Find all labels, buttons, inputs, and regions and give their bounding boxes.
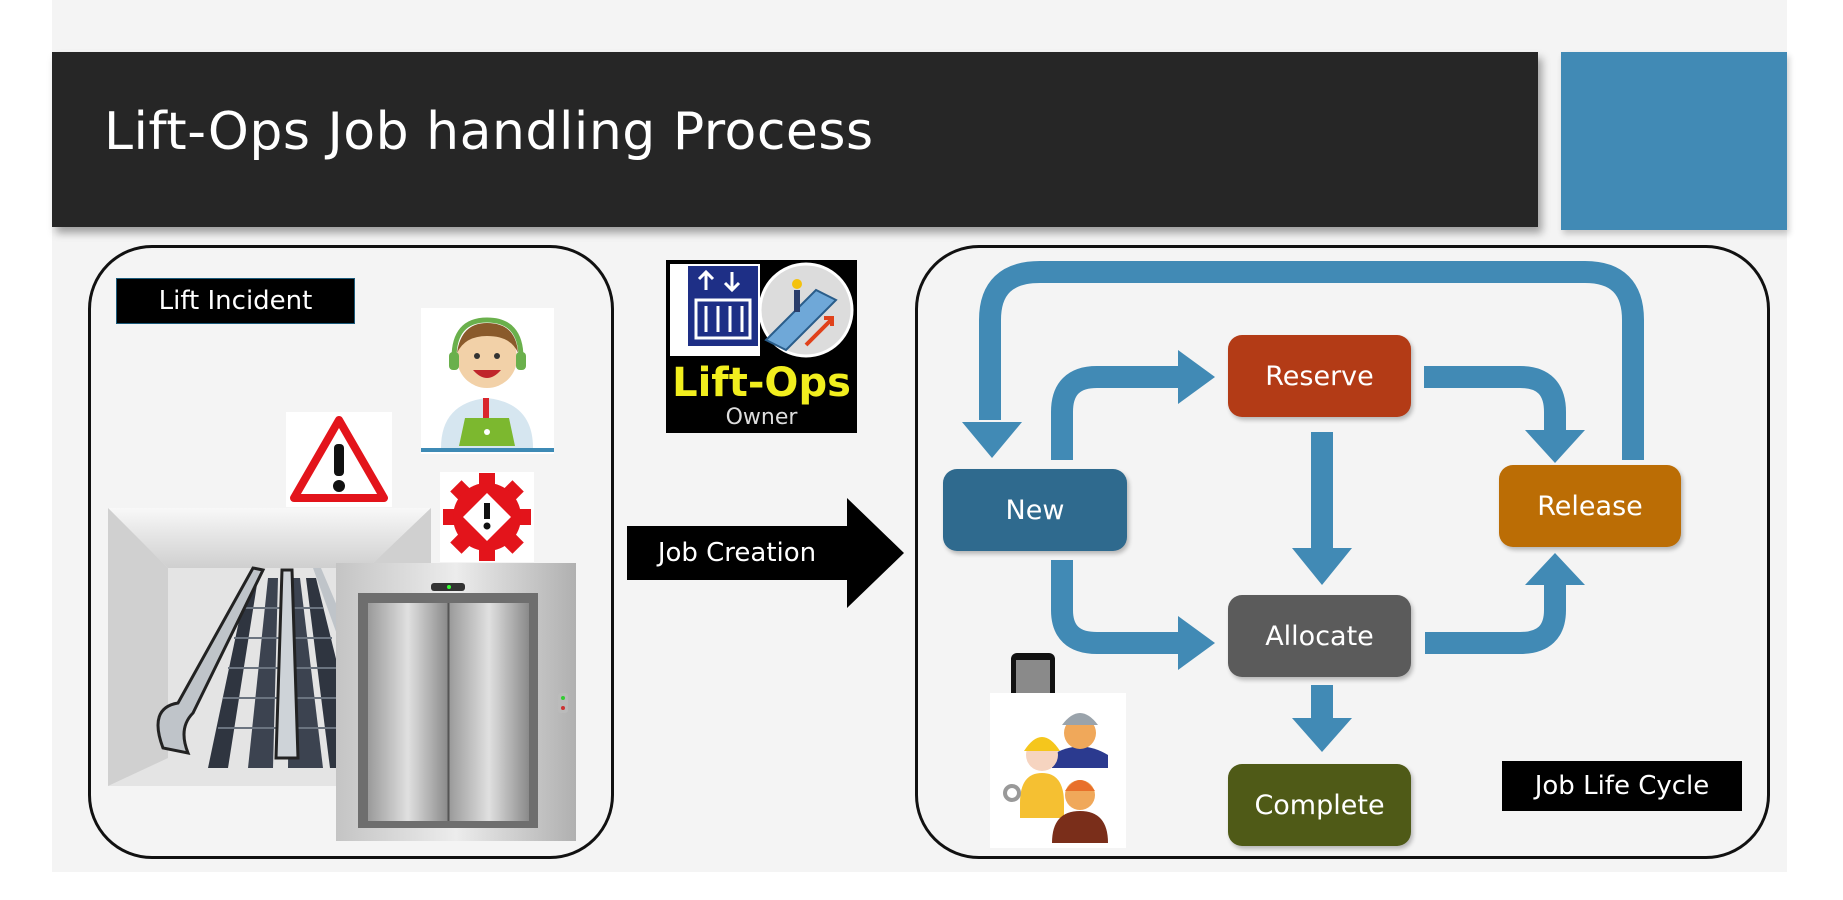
lift-incident-panel <box>88 245 614 859</box>
state-allocate: Allocate <box>1228 595 1411 677</box>
arrow-reserve-to-release <box>1424 366 1566 430</box>
accent-block <box>1561 52 1787 230</box>
arrow-allocate-to-release <box>1425 585 1566 654</box>
warning-triangle-icon <box>286 412 392 507</box>
arrowhead-allocate-left <box>1178 616 1215 670</box>
lift-incident-tag: Lift Incident <box>116 278 355 324</box>
arrowhead-release-bottom <box>1525 553 1585 585</box>
lift-ops-logo: Lift-Ops Owner <box>666 260 857 433</box>
state-complete: Complete <box>1228 764 1411 846</box>
arrowhead-new <box>962 422 1022 458</box>
elevator-icon <box>336 563 576 841</box>
state-reserve: Reserve <box>1228 335 1411 417</box>
page-title: Lift-Ops Job handling Process <box>104 102 874 162</box>
arrowhead-allocate-top <box>1292 548 1352 585</box>
logo-main-text: Lift-Ops <box>672 360 851 406</box>
call-center-agent-icon <box>421 308 554 454</box>
state-release: Release <box>1499 465 1681 547</box>
state-new: New <box>943 469 1127 551</box>
arrow-new-to-reserve <box>1051 366 1180 460</box>
lift-logo-icon <box>670 262 854 358</box>
title-bar: Lift-Ops Job handling Process <box>52 52 1538 227</box>
gear-warning-icon <box>440 472 534 562</box>
arrowhead-release-top <box>1525 430 1585 463</box>
workers-group-icon <box>990 693 1126 848</box>
job-life-cycle-tag: Job Life Cycle <box>1502 761 1742 811</box>
arrow-new-to-allocate <box>1051 560 1180 654</box>
job-creation-label: Job Creation <box>657 538 817 568</box>
arrowhead-complete <box>1292 718 1352 752</box>
job-creation-arrow <box>627 498 904 608</box>
logo-sub-text: Owner <box>725 405 798 430</box>
arrow-release-to-new <box>979 261 1644 460</box>
arrowhead-reserve <box>1178 350 1215 404</box>
job-life-cycle-panel <box>915 245 1770 859</box>
